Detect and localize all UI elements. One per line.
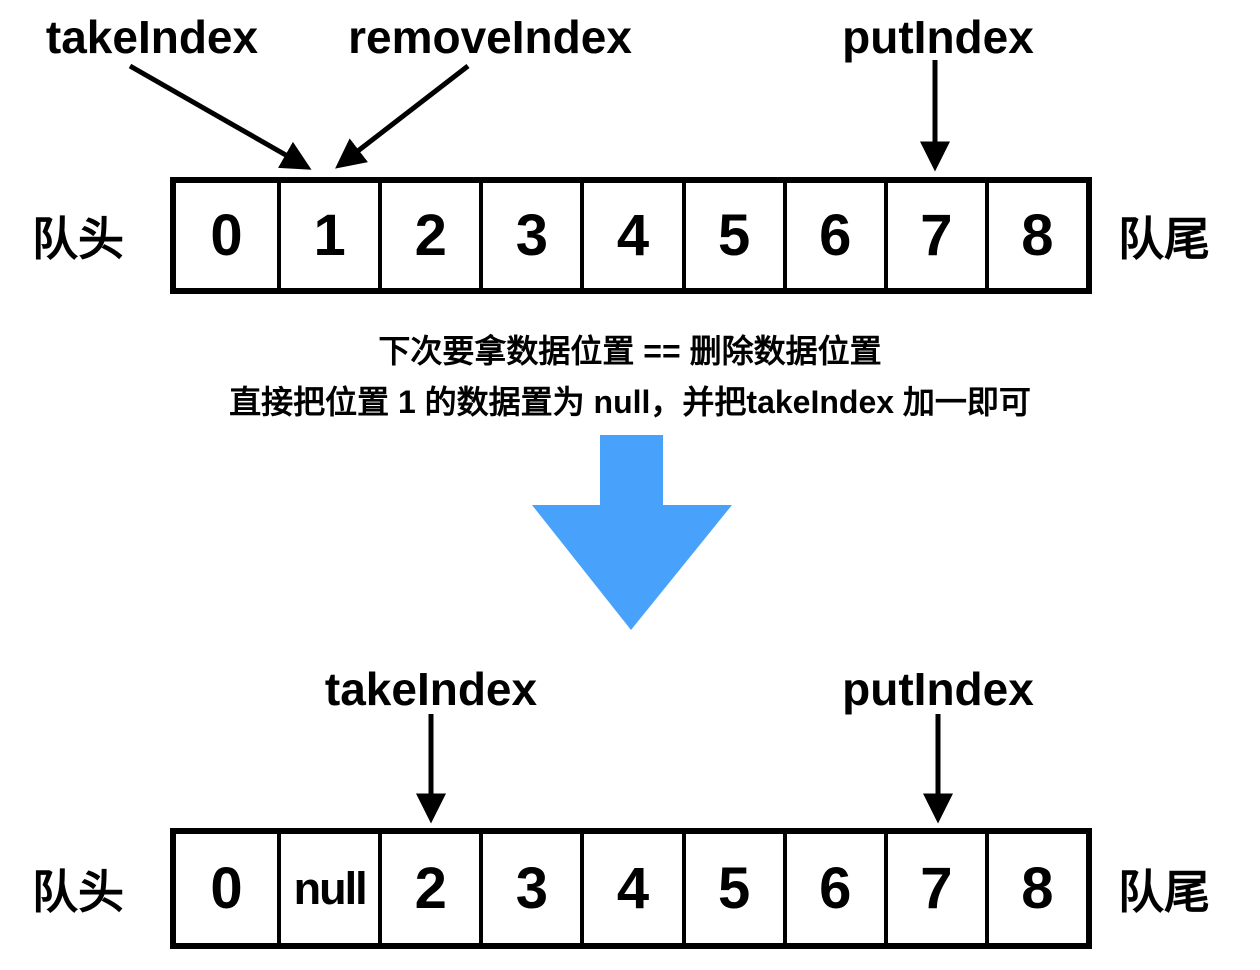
array-cell: 1 [277,183,378,288]
queue-tail-label-before: 队尾 [1118,212,1210,265]
array-cell: 4 [580,834,681,943]
caption: 下次要拿数据位置 == 删除数据位置 直接把位置 1 的数据置为 null，并把… [0,326,1260,428]
array-cell: 3 [479,183,580,288]
array-cell: 6 [782,834,884,943]
array-cell: 6 [782,183,884,288]
queue-head-label-after: 队头 [32,865,124,918]
takeindex-label-before: takeIndex [45,11,259,63]
caption-line-1: 下次要拿数据位置 == 删除数据位置 [378,333,882,369]
putindex-label-before: putIndex [842,11,1034,63]
transition-arrow-icon [532,435,732,630]
array-cell: 7 [883,183,985,288]
array-cell: 5 [681,834,783,943]
putindex-label-after: putIndex [842,663,1034,715]
array-cell: null [277,834,378,943]
array-cell: 2 [378,834,479,943]
array-cell: 8 [984,183,1086,288]
array-cell: 7 [883,834,985,943]
removeindex-arrow-before [335,64,470,169]
array-cell: 5 [681,183,783,288]
array-cell: 3 [479,834,580,943]
removeindex-label-before: removeIndex [348,11,632,63]
array-cell: 0 [210,856,243,921]
queue-head-label-before: 队头 [32,212,124,265]
takeindex-arrow-before [128,63,312,170]
array-cell: 0 [210,203,243,268]
caption-line-2: 直接把位置 1 的数据置为 null，并把takeIndex 加一即可 [229,384,1031,421]
takeindex-label-after: takeIndex [324,663,538,715]
array-cell: 8 [984,834,1086,943]
array-cell: 2 [378,183,479,288]
queue-tail-label-after: 队尾 [1118,865,1210,918]
array-cell: 4 [580,183,681,288]
